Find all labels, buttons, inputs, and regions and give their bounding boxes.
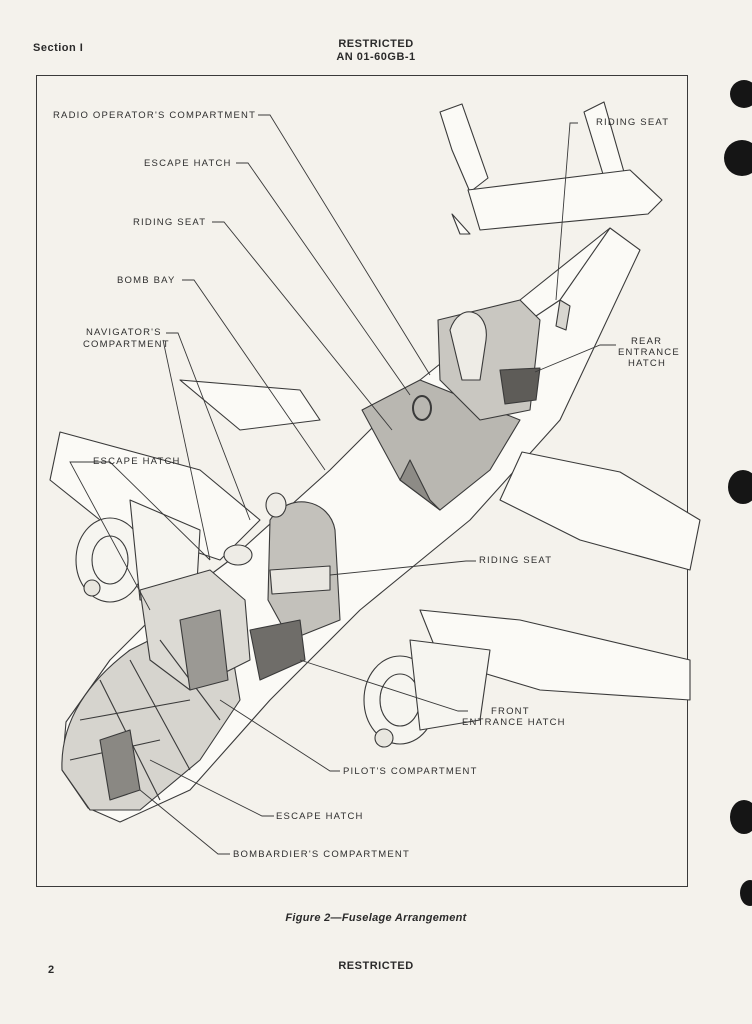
label-navigators-compartment-line2: COMPARTMENT <box>83 339 170 350</box>
document-number: AN 01-60GB-1 <box>336 51 416 63</box>
header-classification: RESTRICTED <box>338 38 414 50</box>
label-front-entrance-hatch-line1: FRONT <box>491 706 530 717</box>
label-riding-seat-left: RIDING SEAT <box>133 217 207 228</box>
label-navigators-compartment-line1: NAVIGATOR'S <box>86 327 162 338</box>
label-bomb-bay: BOMB BAY <box>117 275 176 286</box>
figure-frame <box>36 75 688 887</box>
label-rear-entrance-hatch-line1: REAR <box>631 336 663 347</box>
label-bombardiers-compartment: BOMBARDIER'S COMPARTMENT <box>233 849 410 860</box>
label-escape-hatch-bottom: ESCAPE HATCH <box>276 811 364 822</box>
label-radio-operators-compartment: RADIO OPERATOR'S COMPARTMENT <box>53 110 257 121</box>
footer-classification: RESTRICTED <box>338 960 414 972</box>
right-engine <box>363 639 491 748</box>
punch-hole <box>730 80 752 108</box>
leader-lines <box>69 114 616 855</box>
tail-assembly <box>439 101 663 235</box>
right-wing-upper <box>499 451 701 571</box>
left-wing <box>49 431 261 561</box>
radio-compartment-cutaway <box>361 299 571 511</box>
label-escape-hatch-top: ESCAPE HATCH <box>144 158 232 169</box>
punch-hole <box>740 880 752 906</box>
label-front-entrance-hatch-line2: ENTRANCE HATCH <box>462 717 566 728</box>
punch-hole <box>730 800 752 834</box>
punch-hole <box>724 140 752 176</box>
label-escape-hatch-left: ESCAPE HATCH <box>93 456 181 467</box>
bomb-bay-cutaway <box>223 492 341 681</box>
section-label: Section I <box>33 42 84 54</box>
punch-hole <box>728 470 752 504</box>
label-pilots-compartment: PILOT'S COMPARTMENT <box>343 766 478 777</box>
label-rear-entrance-hatch-line2: ENTRANCE <box>618 347 680 358</box>
label-riding-seat-middle: RIDING SEAT <box>479 555 553 566</box>
label-riding-seat-right: RIDING SEAT <box>596 117 670 128</box>
label-rear-entrance-hatch-line3: HATCH <box>628 358 667 369</box>
nose-glazing <box>61 569 251 811</box>
figure-caption: Figure 2—Fuselage Arrangement <box>285 912 467 924</box>
page-number: 2 <box>48 964 55 976</box>
